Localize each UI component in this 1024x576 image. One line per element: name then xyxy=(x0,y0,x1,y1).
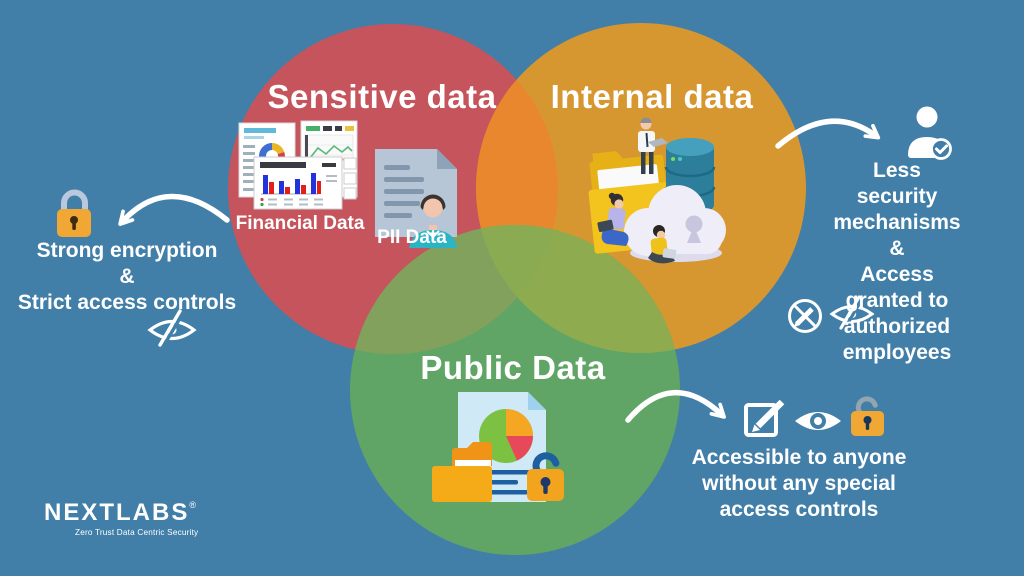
logo-tagline: Zero Trust Data Centric Security xyxy=(75,528,199,537)
arrow-to-less-security xyxy=(775,118,881,149)
brand-name: NEXTLABS xyxy=(44,499,190,526)
sitting-worker-bottom xyxy=(648,225,677,264)
eye-slash-icon-left xyxy=(147,309,197,348)
unlocked-padlock-icon xyxy=(851,396,884,436)
sensitive-data-title: Sensitive data xyxy=(267,78,497,115)
public-annotation: Accessible to anyone without any special… xyxy=(691,446,907,521)
nextlabs-logo: NEXTLABS® Zero Trust Data Centric Securi… xyxy=(44,499,199,538)
lock-icon xyxy=(57,189,91,237)
eye-slash-icon-right xyxy=(829,295,875,331)
public-folder-icon xyxy=(432,442,492,502)
sensitive-annotation: Strong encryption & Strict access contro… xyxy=(17,239,237,314)
edit-icon xyxy=(744,399,785,437)
pii-document-illustration xyxy=(375,149,457,248)
sitting-worker-left xyxy=(597,192,629,246)
eye-icon xyxy=(795,412,841,430)
public-data-title: Public Data xyxy=(420,349,606,386)
no-edit-icon xyxy=(788,299,822,333)
user-check-icon xyxy=(908,106,952,160)
internal-data-title: Internal data xyxy=(550,78,754,115)
arrow-to-accessible xyxy=(625,390,726,423)
pii-data-label: PII Data xyxy=(377,227,447,248)
standing-worker xyxy=(638,117,668,174)
internal-public-overlap xyxy=(476,225,680,353)
pie-chart-icon xyxy=(479,409,533,463)
cloud-collaboration-illustration xyxy=(588,117,726,264)
registered-mark: ® xyxy=(189,500,198,510)
financial-data-label: Financial Data xyxy=(235,213,365,234)
arrow-to-encryption xyxy=(118,193,230,226)
public-document-illustration xyxy=(432,392,564,502)
financial-reports-illustration xyxy=(238,120,358,210)
sensitive-public-overlap xyxy=(350,225,558,354)
person-avatar xyxy=(409,194,457,248)
internal-annotation: Less security mechanisms & Access grante… xyxy=(833,159,961,364)
public-unlocked-padlock-icon xyxy=(527,452,564,501)
